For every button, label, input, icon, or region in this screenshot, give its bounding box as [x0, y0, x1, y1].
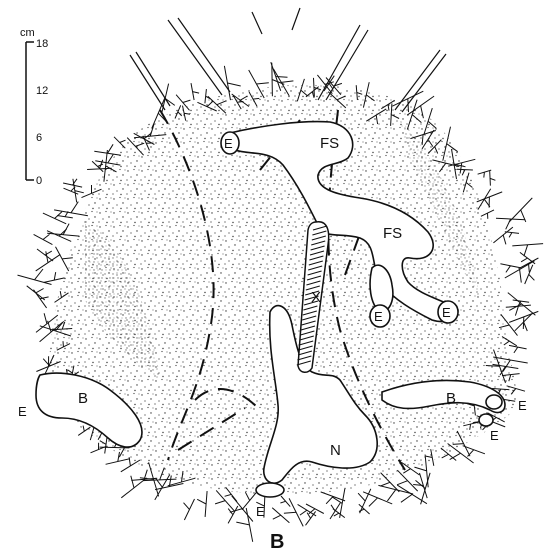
fiber [191, 83, 199, 100]
fiber [397, 470, 418, 491]
fiber [37, 249, 53, 261]
label-e-right-lower: E [490, 428, 499, 443]
label-b-right: B [446, 390, 456, 407]
fiber [114, 137, 126, 148]
label-e-right: E [442, 305, 451, 320]
fiber [363, 492, 392, 507]
fiber [509, 198, 532, 222]
label-n: N [330, 442, 341, 459]
fiber [236, 508, 252, 542]
fiber [197, 491, 207, 517]
label-e-left: E [18, 404, 27, 419]
fiber [463, 446, 485, 457]
fiber [525, 265, 535, 284]
label-x: X [311, 289, 321, 306]
label-e-right-upper: E [518, 398, 527, 413]
label-fs-lower: FS [383, 225, 402, 242]
label-e-mid: E [374, 309, 383, 324]
label-b-left: B [78, 390, 88, 407]
fiber [43, 212, 66, 224]
fiber [215, 490, 234, 510]
fiber [509, 345, 527, 353]
scale-tick-6: 6 [36, 132, 42, 144]
fiber [306, 511, 316, 525]
fiber [333, 509, 345, 518]
fiber [416, 473, 431, 505]
panel-label: B [270, 531, 284, 552]
scale-tick-18: 18 [36, 38, 48, 50]
fiber [47, 224, 79, 237]
fiber [272, 508, 289, 523]
scale-bar: cm 18 12 6 0 [20, 27, 48, 187]
scale-tick-0: 0 [36, 175, 42, 187]
label-e-top: E [224, 136, 233, 151]
fiber [242, 491, 257, 509]
scale-tick-12: 12 [36, 85, 48, 97]
fiber [34, 234, 53, 244]
label-e-bottom: E [256, 504, 265, 519]
fiber [27, 286, 45, 300]
label-fs-upper: FS [320, 135, 339, 152]
fiber [228, 506, 238, 523]
fiber [413, 473, 427, 498]
fiber [397, 485, 427, 504]
scale-unit: cm [20, 27, 35, 39]
fiber [490, 171, 496, 186]
fiber [478, 170, 492, 178]
fiber [36, 251, 61, 271]
fiber [519, 258, 539, 272]
fiber [508, 293, 536, 316]
fiber [184, 499, 195, 520]
fiber [280, 496, 290, 507]
fiber [512, 244, 543, 257]
fiber [44, 272, 65, 282]
